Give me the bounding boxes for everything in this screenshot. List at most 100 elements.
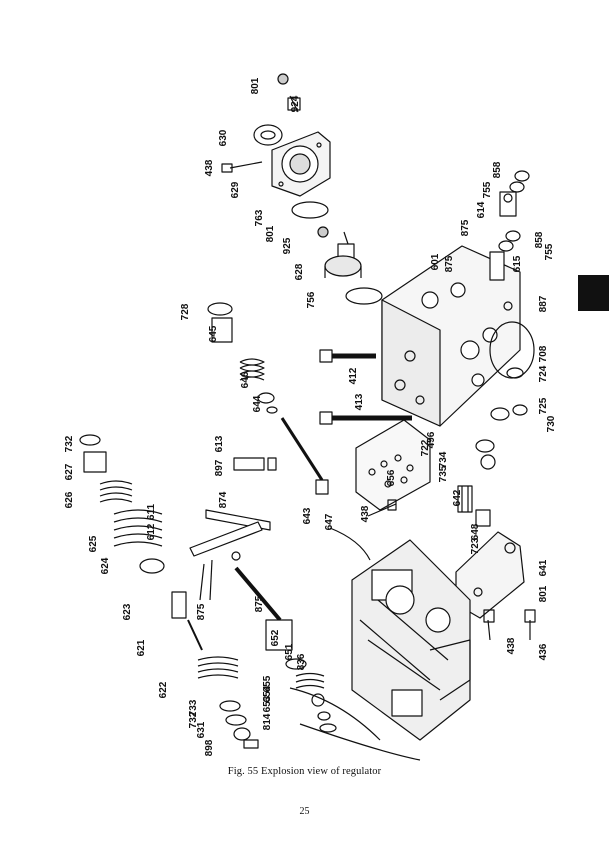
part-label-622: 622 [158,681,169,698]
part-label-654: 654 [262,685,273,702]
spool-652 [234,566,282,622]
part-label-801: 801 [265,225,276,242]
sleeve-628 [324,255,362,278]
page-thumb-tab [578,275,609,311]
parts-654-653-814 [311,693,337,733]
spring-622 [197,656,239,679]
parts-line-art [79,73,536,761]
part-label-642: 642 [452,489,463,506]
cap-648 [475,509,491,527]
part-label-623: 623 [122,603,133,620]
part-label-646: 646 [240,371,251,388]
cover-plate-630 [253,124,331,197]
pin-623 [171,591,187,619]
lever-611 [189,457,271,557]
part-label-647: 647 [324,513,335,530]
part-label-814: 814 [262,713,273,730]
oring-836 [285,658,307,670]
part-label-801: 801 [250,77,261,94]
part-label-625: 625 [88,535,99,552]
orings-733-732 [219,700,247,726]
small-orings [475,367,528,470]
spool-614 [499,191,517,217]
part-label-644: 644 [252,395,263,412]
bolt-412 [319,349,376,363]
figure-caption: Fig. 55 Explosion view of regulator [227,766,382,777]
part-label-652: 652 [270,629,281,646]
part-label-621: 621 [136,639,147,656]
part-label-438: 438 [360,505,371,522]
part-label-641: 641 [538,559,549,576]
part-label-722: 722 [420,439,431,456]
part-label-875: 875 [460,219,471,236]
part-label-614: 614 [476,201,487,218]
oring-756 [345,287,383,305]
part-label-735: 735 [438,465,449,482]
pin-642 [457,485,473,513]
oring-763 [291,201,329,219]
seat-624 [139,558,165,574]
washer-644 [257,392,278,414]
part-label-875: 875 [254,595,265,612]
part-label-412: 412 [348,367,359,384]
bolts-438-436 [483,609,536,641]
part-label-875: 875 [444,255,455,272]
part-label-613: 613 [214,435,225,452]
nut-801-mid [317,226,329,238]
oring-732-top [79,434,101,446]
orings-858 [498,170,530,252]
part-label-627: 627 [64,463,75,480]
part-label-924: 924 [290,95,301,112]
spring-646 [239,358,265,381]
page-number: 25 [299,806,310,817]
part-label-725: 725 [538,397,549,414]
part-label-874: 874 [218,491,229,508]
part-label-836: 836 [296,653,307,670]
part-label-733: 733 [188,699,199,716]
bolt-438-top [221,161,263,173]
spool-643 [280,417,329,495]
part-label-655: 655 [262,675,273,692]
sleeve-651 [265,619,293,651]
cover-plate-656 [355,419,431,511]
screw-924 [287,95,301,113]
sleeve-615 [489,251,505,281]
part-label-653: 653 [262,695,273,712]
part-label-734: 734 [438,451,449,468]
bolt-438-mid [367,499,397,517]
part-label-438: 438 [204,159,215,176]
main-housing [381,245,521,427]
part-label-858: 858 [534,231,545,248]
cap-627 [83,451,107,473]
part-label-887: 887 [538,295,549,312]
bolt-413 [319,411,412,425]
part-label-651: 651 [284,643,295,660]
part-label-723: 723 [470,537,481,554]
assembled-regulator [351,539,471,741]
oring-728 [207,302,233,316]
nut-801-top [277,73,289,85]
part-label-732: 732 [188,711,199,728]
part-label-648: 648 [470,523,481,540]
plug-631-898 [233,727,259,749]
part-label-858: 858 [492,161,503,178]
part-label-708: 708 [538,345,549,362]
part-label-756: 756 [306,291,317,308]
part-label-631: 631 [196,721,207,738]
part-label-730: 730 [546,415,557,432]
part-label-897: 897 [214,459,225,476]
part-label-724: 724 [538,365,549,382]
part-label-645: 645 [208,325,219,342]
rod-621 [187,619,203,651]
part-label-656: 656 [386,469,397,486]
part-label-875: 875 [196,603,207,620]
part-label-643: 643 [302,507,313,524]
leader-curves [289,527,421,761]
part-label-728: 728 [180,303,191,320]
part-label-615: 615 [512,255,523,272]
part-label-413: 413 [354,393,365,410]
part-label-612: 612 [146,523,157,540]
part-label-626: 626 [64,491,75,508]
part-label-898: 898 [204,739,215,756]
